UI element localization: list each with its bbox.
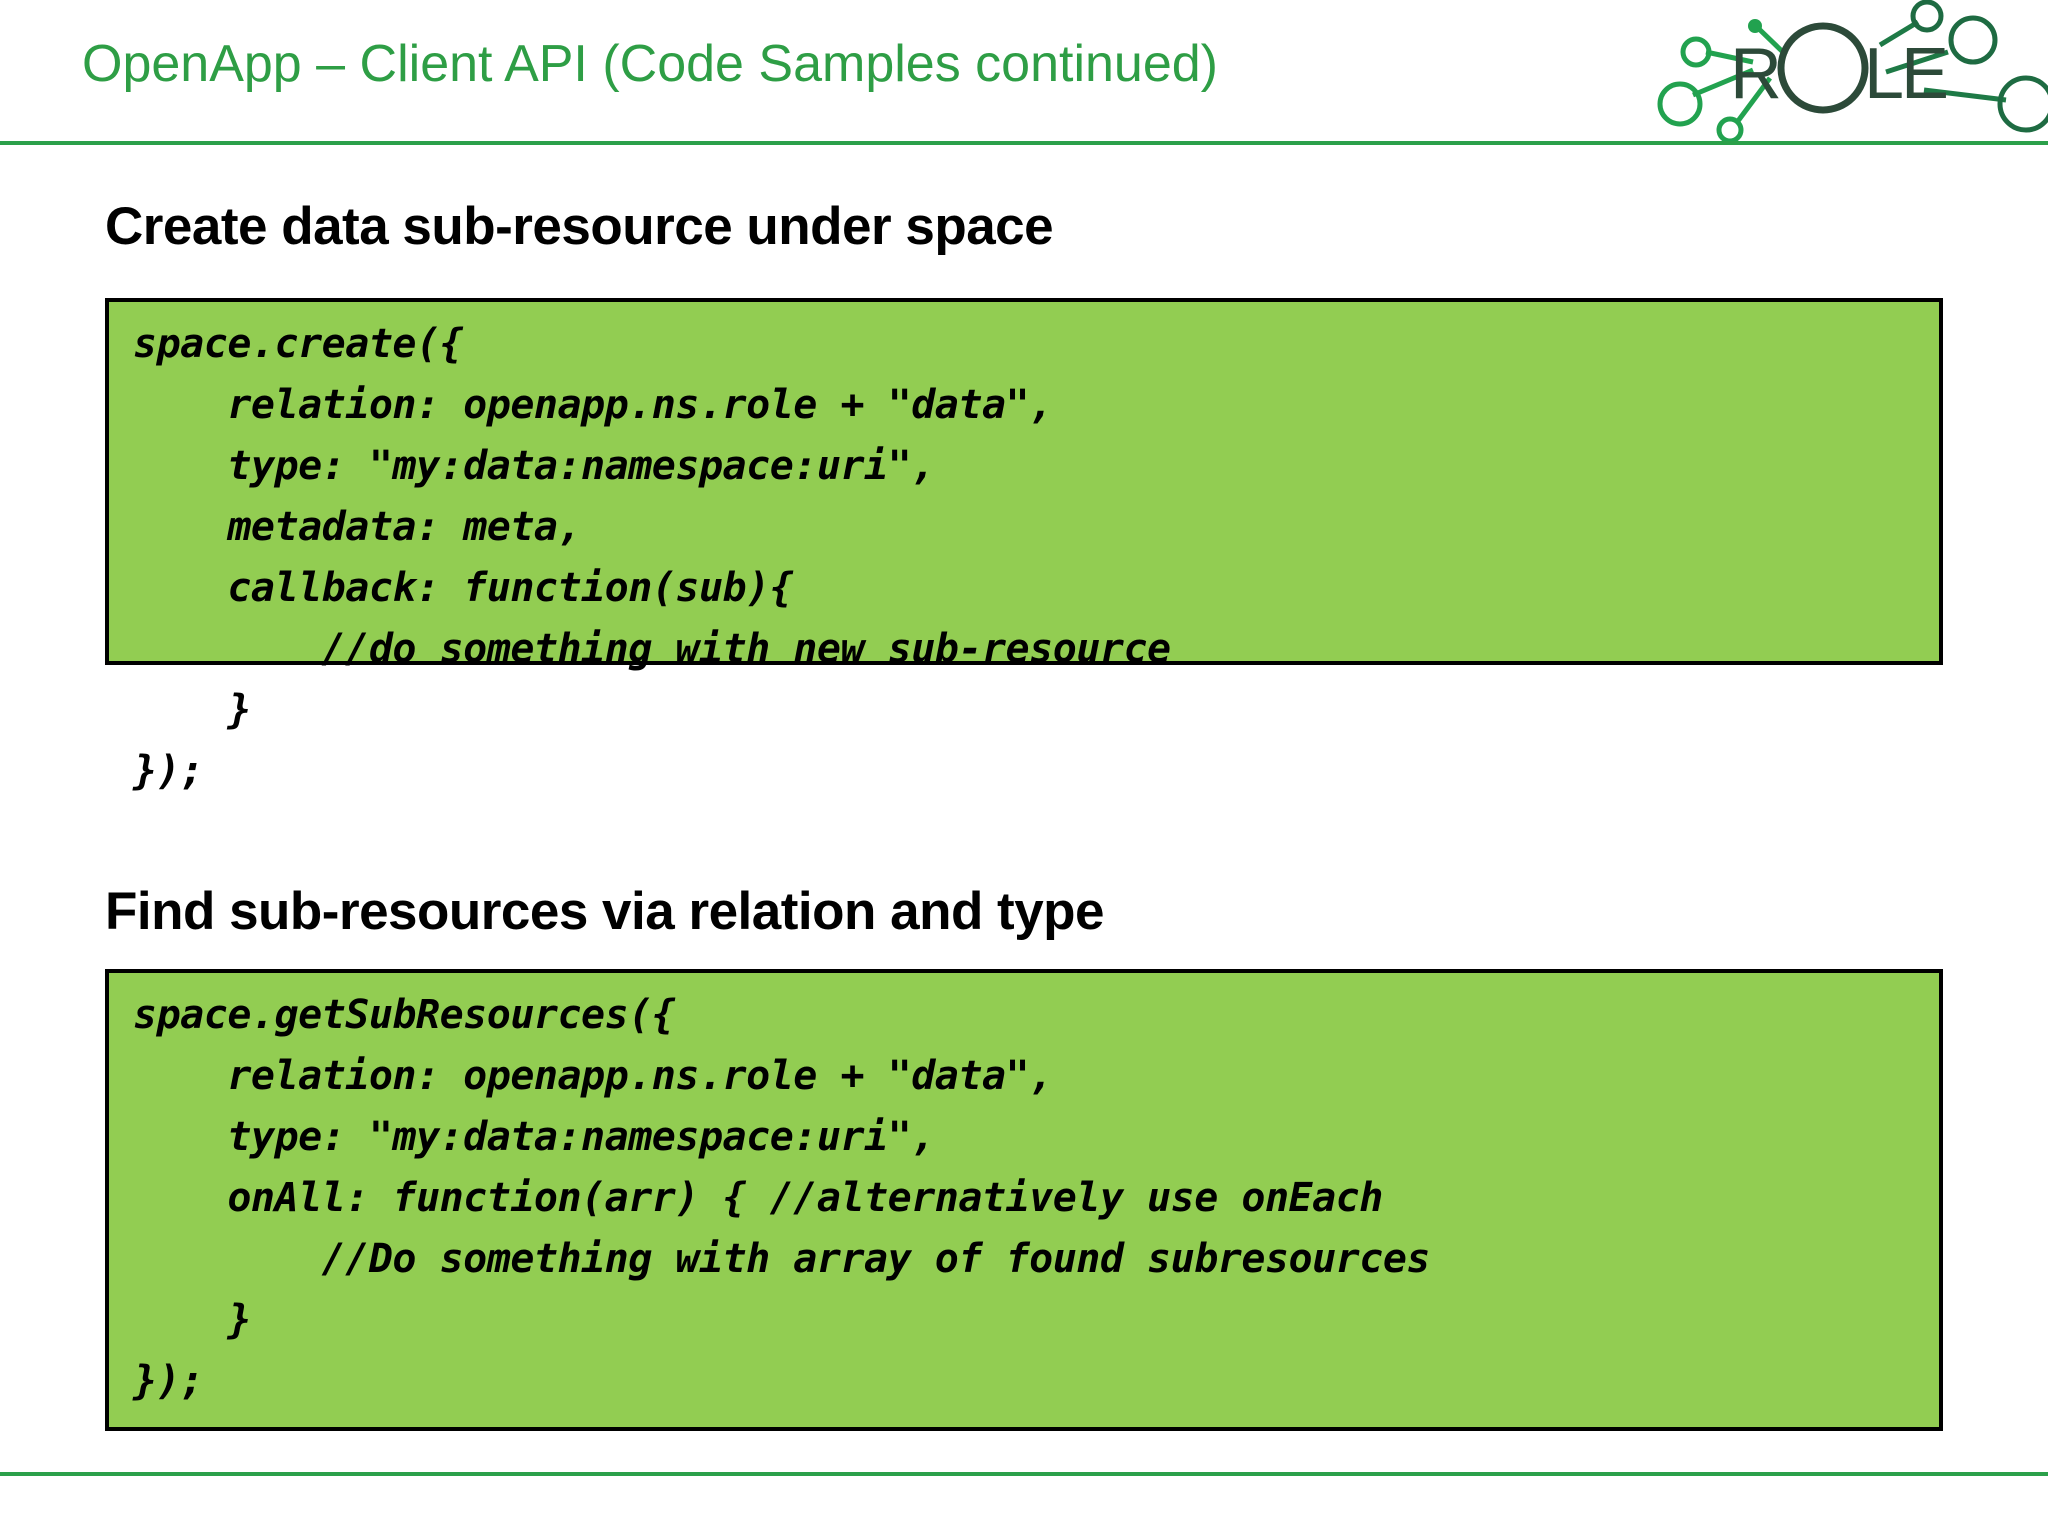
code-line: space.create({ [133, 321, 464, 367]
section-heading-create: Create data sub-resource under space [105, 197, 1054, 256]
code-line: space.getSubResources({ [133, 992, 676, 1038]
code-line: } [133, 687, 251, 733]
svg-text:R: R [1730, 34, 1782, 114]
code-block-create: space.create({ relation: openapp.ns.role… [105, 298, 1943, 794]
page-title: OpenApp – Client API (Code Samples conti… [82, 35, 1219, 93]
code-line: relation: openapp.ns.role + "data", [133, 1053, 1053, 1099]
footer-divider [0, 1472, 2048, 1476]
code-line: type: "my:data:namespace:uri", [133, 443, 935, 489]
svg-text:E: E [1901, 34, 1949, 114]
slide-header: OpenApp – Client API (Code Samples conti… [0, 0, 2048, 146]
code-line: }); [133, 1358, 204, 1404]
header-divider [0, 141, 2048, 145]
code-line: metadata: meta, [133, 504, 582, 550]
code-line: type: "my:data:namespace:uri", [133, 1114, 935, 1160]
code-line: //Do something with array of found subre… [133, 1236, 1431, 1282]
svg-text:L: L [1864, 34, 1904, 114]
code-line: }); [133, 748, 204, 794]
code-line: } [133, 1297, 251, 1343]
code-line: relation: openapp.ns.role + "data", [133, 382, 1053, 428]
code-line: onAll: function(arr) { //alternatively u… [133, 1175, 1383, 1221]
code-block-find: space.getSubResources({ relation: openap… [105, 969, 1943, 1431]
role-logo: R L E [1618, 0, 2048, 144]
slide-body: Create data sub-resource under space spa… [0, 146, 2048, 1472]
role-logo-icon: R L E [1657, 0, 2048, 144]
code-line: callback: function(sub){ [133, 565, 794, 611]
code-line: //do something with new sub-resource [133, 626, 1171, 672]
section-heading-find: Find sub-resources via relation and type [105, 882, 1105, 941]
